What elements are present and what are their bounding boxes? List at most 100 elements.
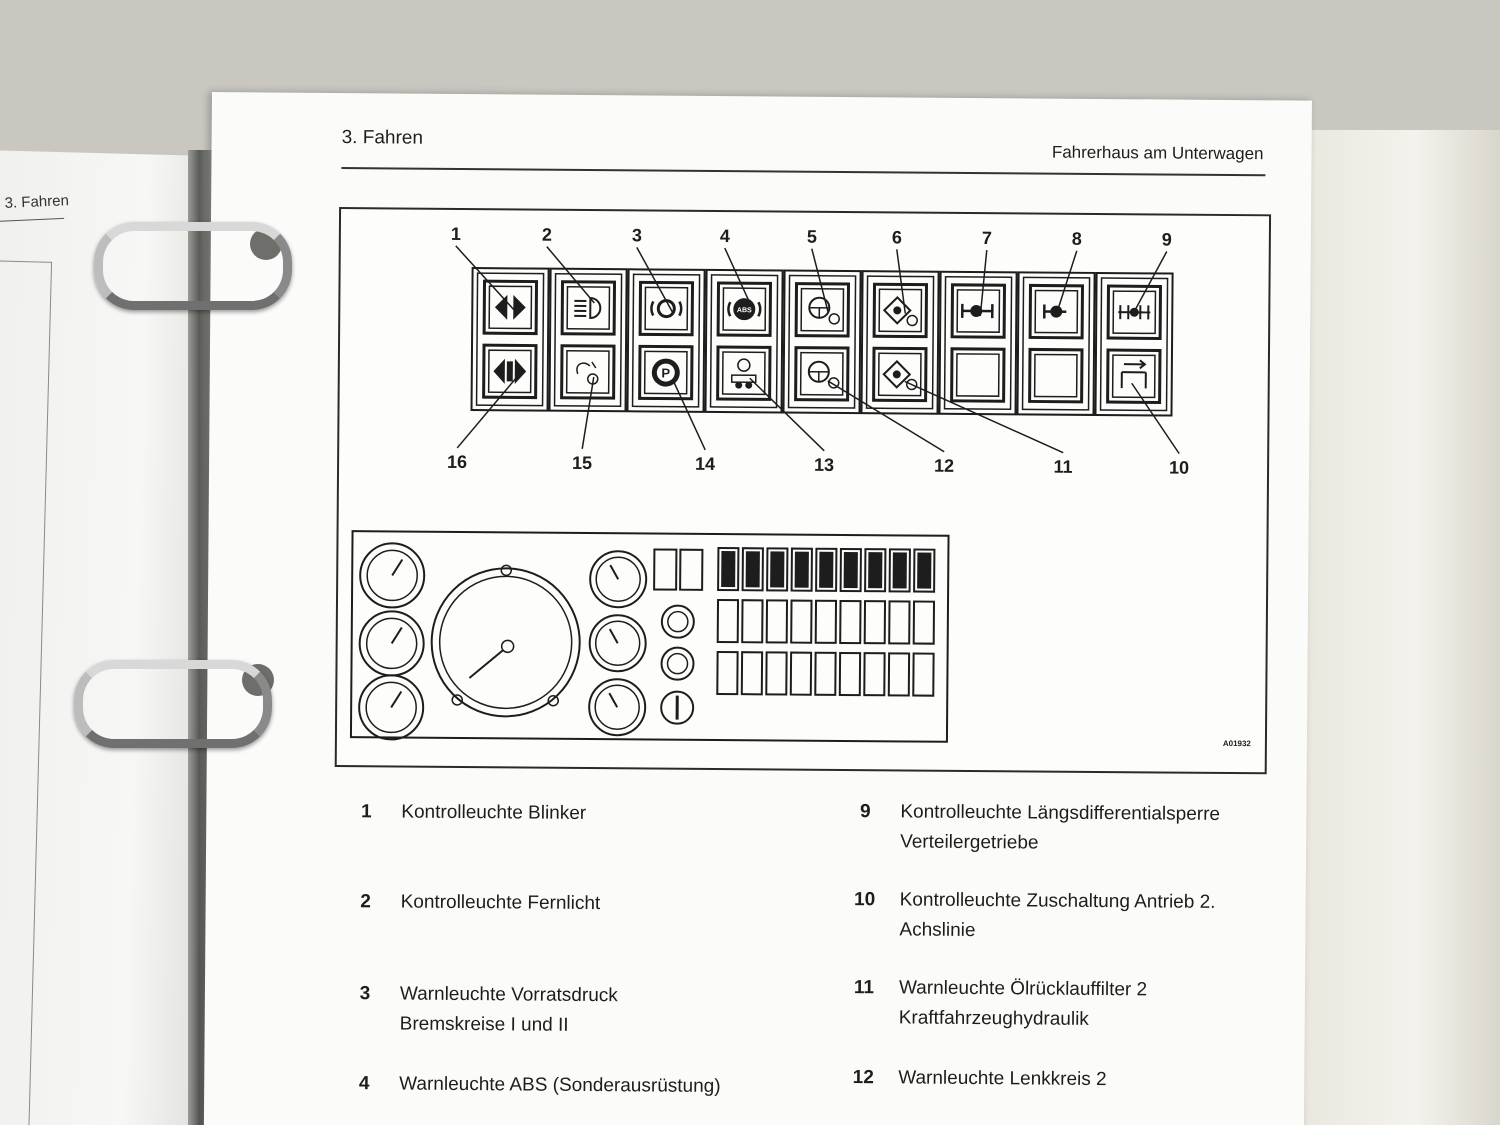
trailer-body-icon [730,374,757,384]
indicator-tile [1106,348,1162,404]
indicator-lamp-inner [667,610,689,633]
switch-fill [770,551,785,588]
page-header-title: Fahrerhaus am Unterwagen [1051,142,1264,164]
switch-bank-switch [740,651,764,696]
callout-9: 9 [1162,229,1172,249]
gauge-small-inner [594,684,640,730]
gauge-needle [390,690,403,708]
switch-fill [868,552,883,589]
legend-text: Warnleuchte Vorratsdruck Bremskreise I u… [399,983,618,1036]
switch-bank-switch [814,599,838,644]
indicator-module-2 [548,267,628,413]
module-inner [475,272,545,407]
gauge-foot [451,694,463,706]
gauge-small [359,542,426,609]
indicator-tile-inner [643,350,688,395]
leader-line [1131,382,1180,455]
legend-number: 12 [852,1067,874,1089]
gauge-hub [500,639,515,654]
indicator-tile-inner [878,288,923,333]
switch-bank-switch [912,652,935,697]
gauge-needle [609,564,620,580]
abs-label: ABS [737,307,752,314]
legend-text: Kontrolleuchte Längsdifferentialsperre V… [900,801,1221,854]
indicator-tile [872,282,929,339]
legend-number: 11 [853,977,875,999]
callout-1: 1 [451,224,461,244]
indicator-tile [482,279,539,336]
high-beam-icon [589,296,602,319]
instrument-panel [349,530,950,743]
switch-bank-switch [716,650,739,696]
legend-text: Kontrolleuchte Zuschaltung Antrieb 2. Ac… [899,889,1216,942]
switch-bank-switch [765,651,788,696]
indicator-tile-inner [487,349,532,394]
figure-code: A01932 [1222,738,1251,749]
indicator-tile [1028,347,1084,404]
legend-text: Kontrolleuchte Fernlicht [400,891,601,915]
switch-bank-switch [765,599,789,644]
module-inner [943,276,1013,411]
indicator-tile-inner [566,286,611,330]
switch-bank-switch [888,548,911,593]
left-page-frame [0,260,53,1125]
indicator-tile-inner [488,285,533,330]
trailer-turn-left-icon [493,358,505,384]
callout-12: 12 [934,456,954,476]
legend-number: 2 [360,891,372,913]
indicator-module-7 [938,270,1018,416]
switch-bank-switch [790,599,813,644]
hydraulic-filter-icon [882,295,912,325]
leader-line [811,248,830,314]
gauge-small-inner [365,681,417,734]
switch-bank-switch [815,547,838,592]
indicator-tile-inner [799,351,844,396]
indicator-tile-inner [1034,289,1079,334]
indicator-module-5 [782,269,862,415]
circuit-indicator-icon [828,313,840,325]
legend-text: Warnleuchte Ölrücklauffilter 2 Kraftfahr… [898,977,1148,1030]
indicator-module-1 [470,267,550,412]
switch-bank-switch [766,547,789,592]
legend-number: 3 [359,983,371,1005]
trailer-abs-icon [737,358,751,372]
turn-left-icon [494,294,508,320]
switch-fill [721,551,736,588]
switch-bank-switch [863,652,886,697]
engage-arrow-icon [1123,359,1147,370]
switch-bank-switch [888,600,911,645]
indicator-tile [1106,284,1163,340]
trailer-brake-icon [576,361,597,375]
indicator-module-3 [626,268,706,413]
section-header: 3. Fahren [341,127,424,149]
gauge-small [358,674,425,741]
indicator-tile [482,343,538,400]
module-outer [1016,271,1096,416]
binder-ring-bottom [74,660,272,748]
indicator-tile-inner [1111,354,1156,399]
gauge-needle [391,558,404,576]
rocker-switch [679,548,704,591]
parking-inner [656,363,675,382]
gauge-large [430,567,581,718]
gauge-foot [547,694,559,707]
brake-pressure-icon [656,299,676,319]
indicator-tile-inner [644,286,689,331]
left-page-rule [0,217,65,222]
module-outer [1094,271,1174,417]
indicator-tile [794,282,851,338]
callout-7: 7 [982,228,992,248]
switch-bank-switch [790,547,813,592]
rocker-switch [653,548,678,591]
leader-line [827,380,945,453]
gauge-small [588,678,647,737]
module-outer [626,268,706,413]
callout-10: 10 [1169,458,1189,478]
switch-bank-switch [789,651,813,696]
divider-bar-icon [506,361,513,382]
indicator-tile-inner [721,351,766,396]
legend-number: 4 [358,1073,370,1095]
gauge-pivot-top [500,564,513,577]
circuit-indicator-icon [905,378,918,391]
